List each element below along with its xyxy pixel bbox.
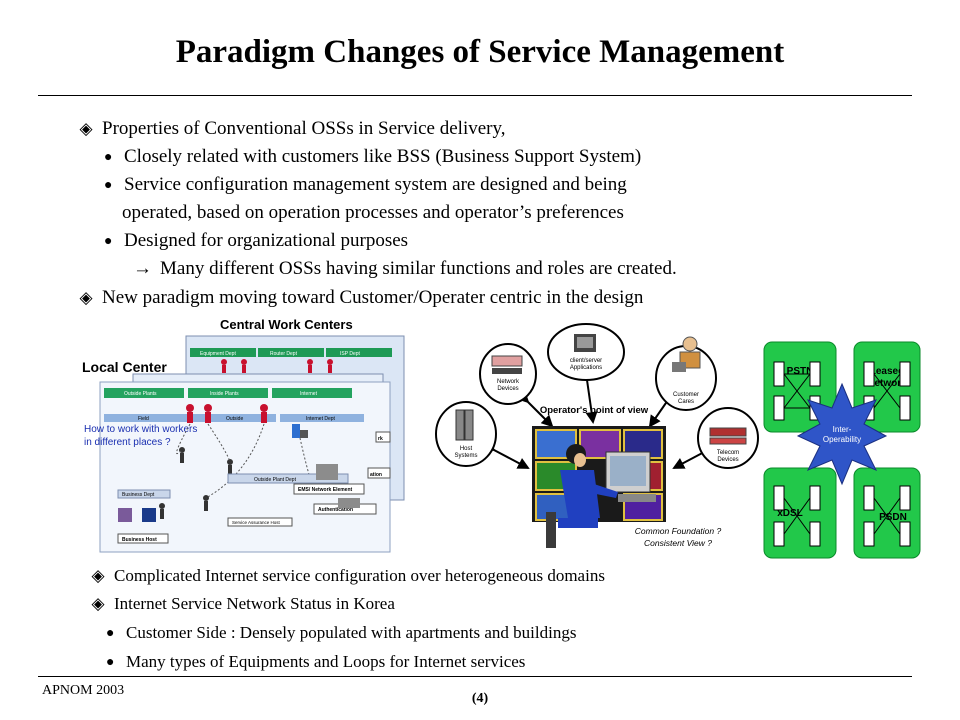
text-line-1: ◈ Properties of Conventional OSSs in Serv… <box>78 118 506 140</box>
dept-label: Internet <box>300 391 318 397</box>
line-text: New paradigm moving toward Customer/Oper… <box>102 287 644 308</box>
box-label: EMS/ Network Element <box>298 487 353 493</box>
diamond-bullet-icon: ◈ <box>91 566 105 585</box>
interop-label: Operability <box>823 435 861 444</box>
line-text: Designed for organizational purposes <box>124 230 409 251</box>
text-line-2: ● Closely related with customers like BSS… <box>104 146 641 169</box>
box-label: Outside Plant Dept <box>254 477 297 483</box>
foundation-label: Common Foundation ? <box>635 526 722 536</box>
line-text: Many different OSSs having similar funct… <box>160 258 677 279</box>
line-text: Closely related with customers like BSS … <box>124 146 642 167</box>
line-text: Complicated Internet service configurati… <box>114 566 605 585</box>
text-line-7: ◈ Complicated Internet service configurat… <box>90 565 605 587</box>
domain-label: Network <box>867 378 907 389</box>
right-arrow-icon: → <box>133 258 152 279</box>
domain-label: Leased <box>870 366 904 377</box>
question-text: How to work with workers <box>84 424 197 435</box>
box-label: Service Assurance Host <box>232 520 281 525</box>
question-text: in different places ? <box>84 437 171 448</box>
text-line-9: ● Customer Side : Densely populated with … <box>106 622 576 645</box>
box-label: Authentication <box>318 507 353 513</box>
operator-view-label: Operator's point of view <box>540 405 649 416</box>
title-rule <box>38 95 912 96</box>
text-line-4: ● Designed for organizational purposes <box>104 230 408 253</box>
box-label: ation <box>370 472 382 478</box>
oval-label: Cares <box>678 399 694 405</box>
slide-title: Paradigm Changes of Service Management <box>175 34 785 70</box>
dot-bullet-icon: ● <box>104 178 113 193</box>
domain-label: PSDN <box>879 512 907 523</box>
dot-bullet-icon: ● <box>106 626 115 641</box>
oval-label: Host <box>460 446 473 452</box>
interop-label: Inter- <box>833 425 852 434</box>
work-centers-figure: Central Work Centers Equipment Dept Rout… <box>78 314 408 554</box>
text-line-3: ● Service configuration management system… <box>104 174 627 197</box>
dept-label: Router Dept <box>270 351 298 357</box>
network-domains-figure: PSTN Leased Network xDSL PSDN Inter- Ope… <box>763 341 921 559</box>
line-text: Customer Side : Densely populated with a… <box>126 623 577 642</box>
dept-label: Inside Plants <box>210 391 239 397</box>
dept-label: Outside Plants <box>124 391 157 397</box>
xdsl-domain: xDSL <box>763 467 837 559</box>
dot-bullet-icon: ● <box>106 655 115 670</box>
footer-org: APNOM 2003 <box>42 683 125 698</box>
oval-label: Applications <box>570 365 602 371</box>
diamond-bullet-icon: ◈ <box>79 288 93 307</box>
dept-label: ISP Dept <box>340 351 361 357</box>
dept-label: Field <box>138 416 149 422</box>
dept-label: Outside <box>226 416 243 422</box>
domain-label: PSTN <box>787 366 814 377</box>
box-label: rk <box>378 436 383 442</box>
interoperability-star <box>796 382 888 486</box>
diamond-bullet-icon: ◈ <box>91 594 105 613</box>
dot-bullet-icon: ● <box>104 234 113 249</box>
text-line-5: → Many different OSSs having similar func… <box>133 258 677 280</box>
oval-label: Devices <box>717 457 738 463</box>
line-text: Internet Service Network Status in Korea <box>114 594 395 613</box>
oval-label: Customer <box>673 392 699 398</box>
box-label: Business Dept <box>122 492 155 498</box>
text-line-8: ◈ Internet Service Network Status in Kore… <box>90 593 395 615</box>
dot-bullet-icon: ● <box>104 150 113 165</box>
oval-label: Telecom <box>717 450 739 456</box>
line-text: Properties of Conventional OSSs in Servi… <box>102 118 506 139</box>
page-number: (4) <box>471 691 489 706</box>
text-line-10: ● Many types of Equipments and Loops for … <box>106 651 525 674</box>
text-line-3-cont: operated, based on operation processes a… <box>122 202 624 224</box>
diamond-bullet-icon: ◈ <box>79 119 93 138</box>
box-label: Business Host <box>122 537 157 543</box>
text-line-6: ◈ New paradigm moving toward Customer/Ope… <box>78 287 643 309</box>
local-title: Local Center <box>82 359 167 375</box>
dept-label: Internet Dept <box>306 416 336 422</box>
foundation-label: Consistent View ? <box>644 538 712 548</box>
domain-label: xDSL <box>777 508 803 519</box>
central-title: Central Work Centers <box>220 317 353 332</box>
oval-label: Network <box>497 379 520 385</box>
psdn-domain: PSDN <box>853 467 921 559</box>
footer-rule <box>38 676 912 677</box>
line-text: operated, based on operation processes a… <box>122 202 624 223</box>
operator-view-figure: Network Devices client/server Applicatio… <box>435 323 759 548</box>
dept-label: Equipment Dept <box>200 351 236 357</box>
oval-label: Systems <box>454 453 477 459</box>
line-text: Service configuration management system … <box>124 174 627 195</box>
line-text: Many types of Equipments and Loops for I… <box>126 652 526 671</box>
oval-label: Devices <box>497 386 518 392</box>
oval-label: client/server <box>570 358 602 364</box>
